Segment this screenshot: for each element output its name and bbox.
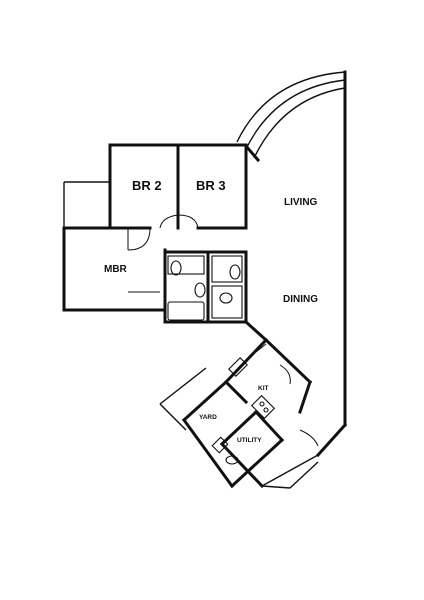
room-label-kit: KIT: [258, 385, 269, 392]
room-label-yard: YARD: [199, 414, 217, 421]
room-label-utility: UTILITY: [237, 437, 262, 444]
door-swings: [127, 214, 319, 447]
room-label-br2: BR 2: [132, 178, 162, 193]
room-label-br3: BR 3: [196, 178, 226, 193]
room-label-dining: DINING: [283, 294, 318, 305]
bathroom-fixtures: [167, 255, 243, 321]
room-label-mbr: MBR: [104, 264, 128, 275]
room-label-living: LIVING: [284, 197, 318, 208]
exterior-walls: [62, 98, 348, 489]
bay-window: [236, 70, 347, 159]
yard-balcony: [159, 367, 319, 489]
kitchen-fixtures: [211, 357, 276, 465]
